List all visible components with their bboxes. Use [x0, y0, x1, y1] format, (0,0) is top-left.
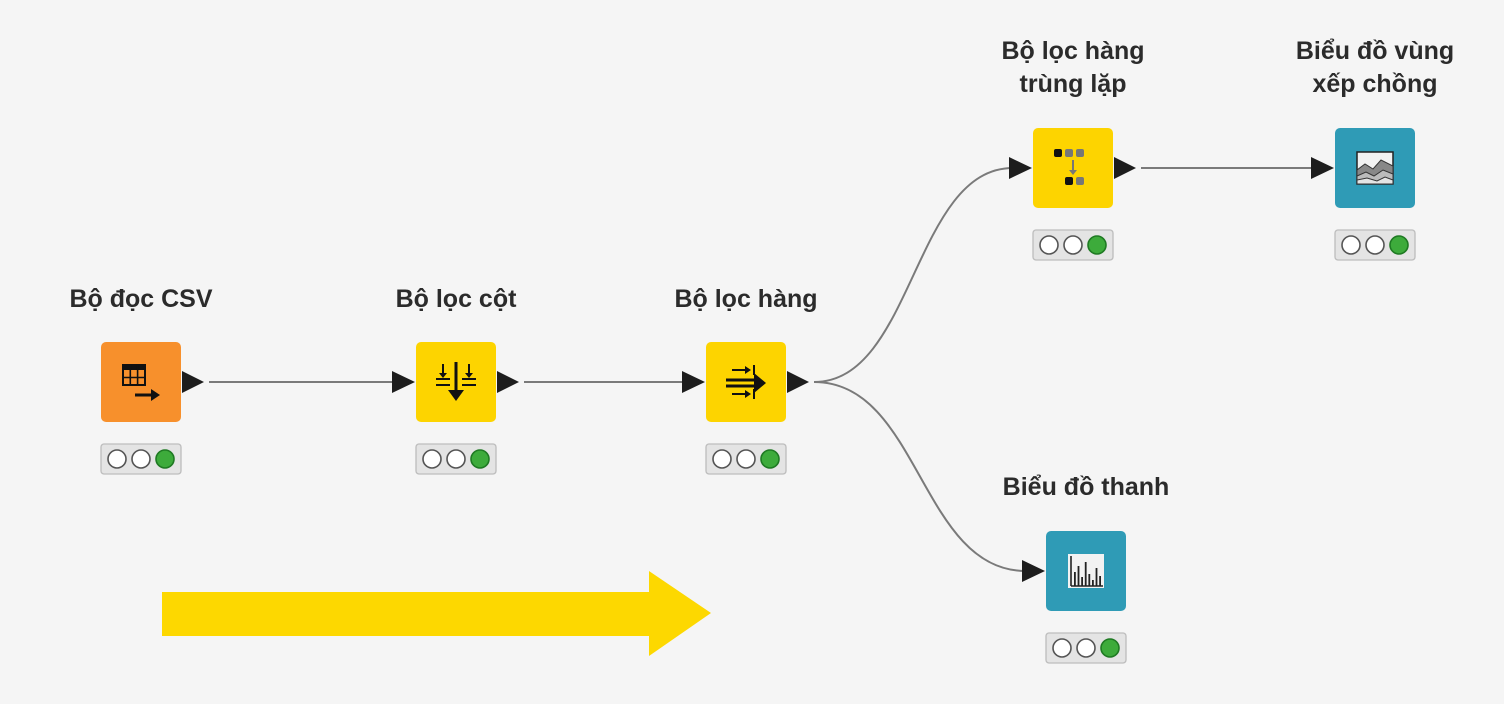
- node-body[interactable]: [101, 342, 181, 422]
- connection-row-filter-to-bar-chart[interactable]: [813, 381, 1027, 572]
- node-title: Bộ lọc hàng: [674, 285, 817, 313]
- node-title-line: Bộ lọc hàng: [674, 285, 817, 313]
- status-light-executed: [470, 449, 490, 469]
- node-title-line: Biểu đồ vùng: [1296, 37, 1454, 65]
- status-light-off: [712, 449, 732, 469]
- status-light-off: [1365, 235, 1385, 255]
- status-light-off: [107, 449, 127, 469]
- status-light-off: [1076, 638, 1096, 658]
- output-port[interactable]: [182, 371, 204, 393]
- output-port[interactable]: [787, 371, 809, 393]
- column-filter-icon: [436, 362, 476, 401]
- node-body[interactable]: [706, 342, 786, 422]
- duplicate-filter-icon: [1054, 149, 1084, 185]
- node-title-line: trùng lặp: [1020, 70, 1127, 98]
- node-title-line: Bộ đọc CSV: [69, 285, 212, 313]
- status-light-off: [1039, 235, 1059, 255]
- node-row-filter[interactable]: Bộ lọc hàng: [674, 285, 818, 475]
- node-status-indicator: [415, 443, 497, 475]
- node-title: Biểu đồ vùng xếp chồng: [1296, 37, 1454, 98]
- node-csv-reader[interactable]: Bộ đọc CSV: [69, 285, 213, 475]
- node-stacked-area-chart[interactable]: Biểu đồ vùng xếp chồng: [1296, 37, 1454, 261]
- input-port[interactable]: [1311, 157, 1334, 179]
- node-status-indicator: [1334, 229, 1416, 261]
- status-light-off: [131, 449, 151, 469]
- node-title: Bộ lọc cột: [396, 285, 518, 313]
- status-light-off: [736, 449, 756, 469]
- node-title-line: Bộ lọc cột: [396, 285, 518, 313]
- node-title-line: Biểu đồ thanh: [1003, 473, 1170, 501]
- node-title-line: xếp chồng: [1312, 70, 1437, 98]
- bar-chart-icon: [1068, 554, 1104, 588]
- connections: [209, 167, 1315, 572]
- status-light-executed: [155, 449, 175, 469]
- status-light-off: [1341, 235, 1361, 255]
- output-port[interactable]: [1114, 157, 1136, 179]
- status-light-executed: [760, 449, 780, 469]
- input-port[interactable]: [1022, 560, 1045, 582]
- node-status-indicator: [705, 443, 787, 475]
- row-filter-icon: [726, 365, 766, 399]
- node-title: Bộ đọc CSV: [69, 285, 212, 313]
- output-port[interactable]: [497, 371, 519, 393]
- node-status-indicator: [100, 443, 182, 475]
- node-bar-chart[interactable]: Biểu đồ thanh: [1003, 473, 1170, 664]
- input-port[interactable]: [392, 371, 415, 393]
- node-status-indicator: [1032, 229, 1114, 261]
- status-light-executed: [1100, 638, 1120, 658]
- input-port[interactable]: [682, 371, 705, 393]
- node-title: Bộ lọc hàng trùng lặp: [1001, 37, 1144, 98]
- area-chart-icon: [1356, 151, 1394, 185]
- connection-row-filter-to-duplicate-row-filter[interactable]: [813, 167, 1014, 383]
- node-column-filter[interactable]: Bộ lọc cột: [392, 285, 519, 475]
- input-port[interactable]: [1009, 157, 1032, 179]
- flow-direction-arrow-icon: [162, 571, 711, 656]
- node-duplicate-row-filter[interactable]: Bộ lọc hàng trùng lặp: [1001, 37, 1145, 261]
- table-reader-icon: [122, 364, 160, 401]
- node-status-indicator: [1045, 632, 1127, 664]
- status-light-off: [422, 449, 442, 469]
- node-title: Biểu đồ thanh: [1003, 473, 1170, 501]
- status-light-off: [1063, 235, 1083, 255]
- status-light-off: [446, 449, 466, 469]
- status-light-executed: [1087, 235, 1107, 255]
- status-light-off: [1052, 638, 1072, 658]
- status-light-executed: [1389, 235, 1409, 255]
- node-title-line: Bộ lọc hàng: [1001, 37, 1144, 65]
